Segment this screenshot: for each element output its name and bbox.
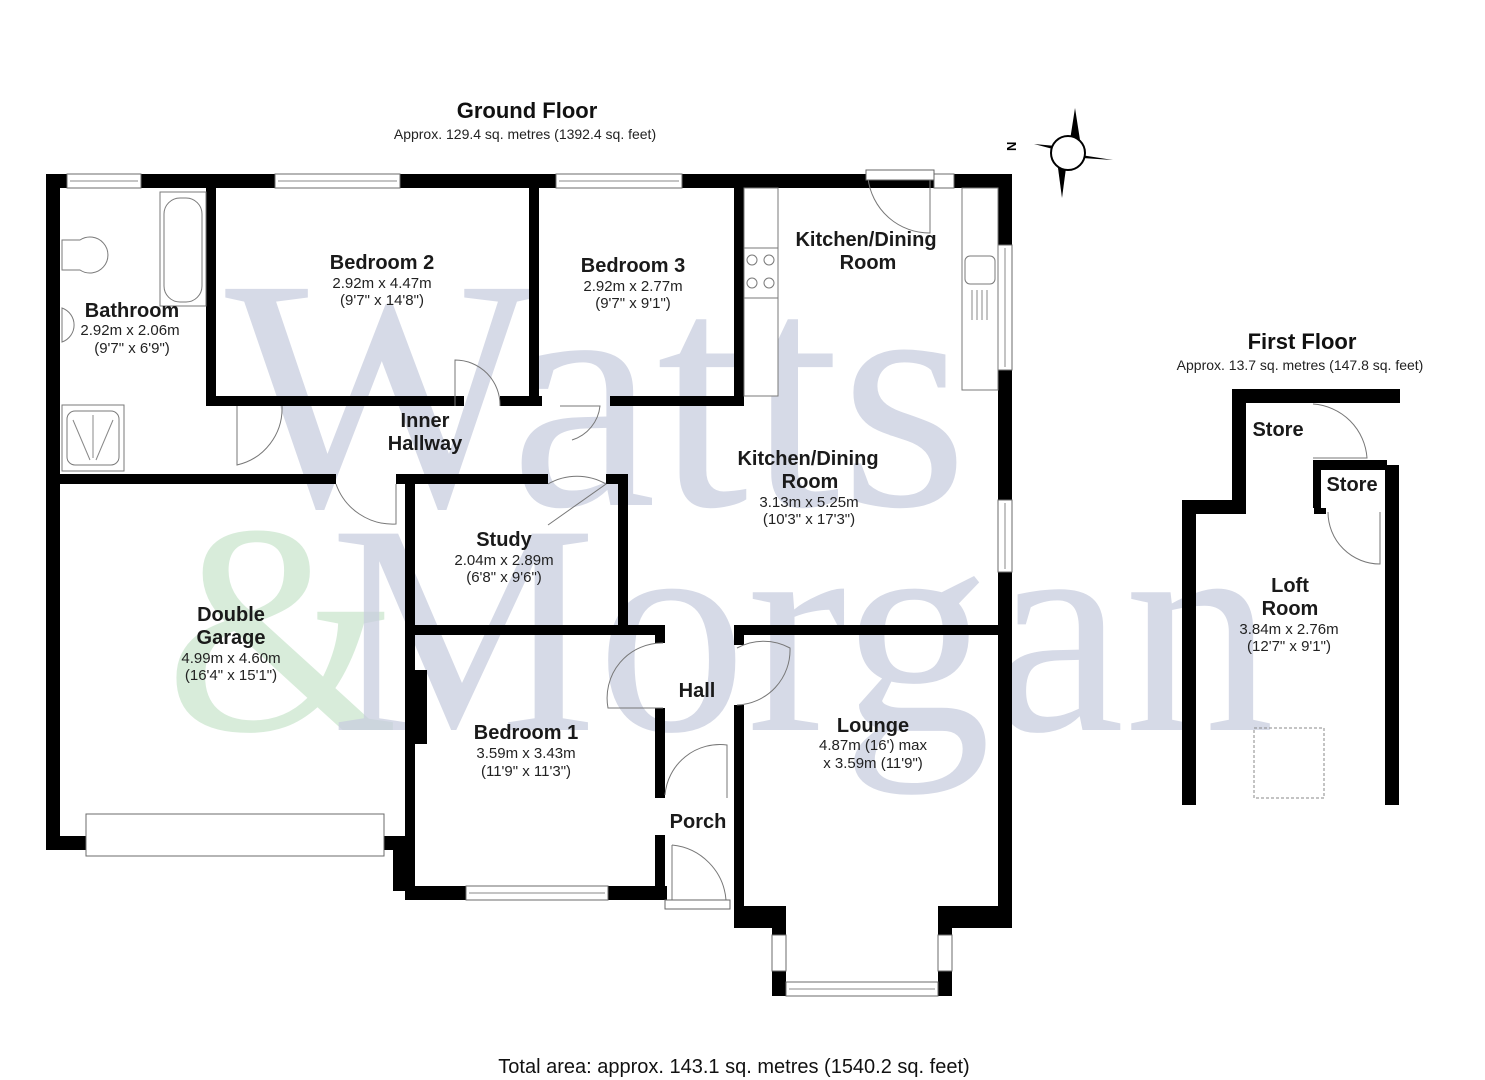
svg-text:(16'4" x 15'1"): (16'4" x 15'1") [185, 667, 277, 684]
svg-text:2.04m x 2.89m: 2.04m x 2.89m [454, 552, 553, 569]
room-porch: Porch [670, 811, 727, 833]
svg-text:Kitchen/Dining: Kitchen/Dining [795, 229, 936, 251]
svg-text:Loft: Loft [1271, 575, 1309, 597]
svg-text:(6'8" x 9'6"): (6'8" x 9'6") [466, 569, 542, 586]
watermark-watts: Watts [225, 212, 968, 577]
svg-text:2.92m x 4.47m: 2.92m x 4.47m [332, 275, 431, 292]
svg-text:Bathroom: Bathroom [85, 300, 179, 322]
first-floor-doors [1253, 403, 1381, 799]
first-floor-title: First Floor [1248, 329, 1357, 354]
svg-text:Store: Store [1326, 474, 1377, 496]
svg-text:(9'7" x 6'9"): (9'7" x 6'9") [94, 340, 170, 357]
first-floor-walls [1182, 389, 1400, 805]
svg-text:4.87m (16') max: 4.87m (16') max [819, 737, 927, 754]
room-study: Study 2.04m x 2.89m (6'8" x 9'6") [454, 529, 553, 586]
svg-text:(9'7" x 9'1"): (9'7" x 9'1") [595, 295, 671, 312]
svg-text:3.13m x 5.25m: 3.13m x 5.25m [759, 494, 858, 511]
svg-text:Inner: Inner [401, 410, 450, 432]
svg-text:(10'3" x 17'3"): (10'3" x 17'3") [763, 511, 855, 528]
kitchen-counter-right [961, 187, 999, 391]
svg-text:x 3.59m (11'9"): x 3.59m (11'9") [823, 755, 923, 772]
room-bedroom-3: Bedroom 3 2.92m x 2.77m (9'7" x 9'1") [581, 255, 685, 312]
windows [66, 173, 1013, 997]
svg-text:2.92m x 2.77m: 2.92m x 2.77m [583, 278, 682, 295]
watermark-ampersand: & [165, 463, 398, 795]
svg-text:3.84m x 2.76m: 3.84m x 2.76m [1239, 621, 1338, 638]
room-kitchen-upper: Kitchen/Dining Room [795, 229, 936, 274]
svg-text:Porch: Porch [670, 811, 727, 833]
ground-floor-area: Approx. 129.4 sq. metres (1392.4 sq. fee… [394, 126, 656, 142]
room-lounge: Lounge 4.87m (16') max x 3.59m (11'9") [819, 715, 927, 772]
svg-text:Room: Room [1262, 598, 1319, 620]
compass-north-label: N [1004, 142, 1019, 151]
svg-text:Lounge: Lounge [837, 715, 909, 737]
loft-hatch [1253, 727, 1325, 799]
svg-text:3.59m x 3.43m: 3.59m x 3.43m [476, 745, 575, 762]
room-hall: Hall [679, 680, 716, 702]
svg-text:Room: Room [782, 471, 839, 493]
room-kitchen-dining: Kitchen/Dining Room 3.13m x 5.25m (10'3"… [737, 448, 878, 528]
svg-text:2.92m x 2.06m: 2.92m x 2.06m [80, 322, 179, 339]
fixtures [61, 187, 999, 472]
svg-text:Store: Store [1252, 419, 1303, 441]
room-bathroom: Bathroom 2.92m x 2.06m (9'7" x 6'9") [80, 300, 179, 357]
svg-text:Hall: Hall [679, 680, 716, 702]
room-double-garage: Double Garage 4.99m x 4.60m (16'4" x 15'… [181, 604, 280, 684]
room-inner-hallway: Inner Hallway [388, 410, 463, 455]
room-loft: Loft Room 3.84m x 2.76m (12'7" x 9'1") [1239, 575, 1338, 655]
room-bedroom-2: Bedroom 2 2.92m x 4.47m (9'7" x 14'8") [330, 252, 434, 309]
svg-text:Room: Room [840, 252, 897, 274]
doors [236, 169, 935, 910]
svg-text:(11'9" x 11'3"): (11'9" x 11'3") [481, 763, 571, 780]
sink-icon [61, 307, 75, 343]
room-store-upper: Store [1252, 419, 1303, 441]
bathtub-icon [163, 197, 203, 303]
svg-text:Bedroom 2: Bedroom 2 [330, 252, 434, 274]
svg-text:Bedroom 1: Bedroom 1 [474, 722, 578, 744]
room-bedroom-1: Bedroom 1 3.59m x 3.43m (11'9" x 11'3") [474, 722, 578, 780]
svg-text:Garage: Garage [197, 627, 266, 649]
svg-text:Hallway: Hallway [388, 433, 463, 455]
svg-text:4.99m x 4.60m: 4.99m x 4.60m [181, 650, 280, 667]
kitchen-sink-icon [964, 255, 996, 285]
svg-text:(12'7" x 9'1"): (12'7" x 9'1") [1247, 638, 1331, 655]
compass-rose-icon: N [1004, 108, 1113, 198]
room-store-lower: Store [1326, 474, 1377, 496]
total-area: Total area: approx. 143.1 sq. metres (15… [498, 1056, 969, 1078]
svg-text:(9'7" x 14'8"): (9'7" x 14'8") [340, 292, 424, 309]
watermark: Watts & Morgan [165, 212, 1274, 796]
svg-text:Double: Double [197, 604, 265, 626]
svg-text:Kitchen/Dining: Kitchen/Dining [737, 448, 878, 470]
ground-floor-title: Ground Floor [457, 98, 598, 123]
svg-text:Bedroom 3: Bedroom 3 [581, 255, 685, 277]
svg-text:Study: Study [476, 529, 532, 551]
first-floor-area: Approx. 13.7 sq. metres (147.8 sq. feet) [1177, 357, 1424, 373]
toilet-icon [61, 236, 109, 274]
